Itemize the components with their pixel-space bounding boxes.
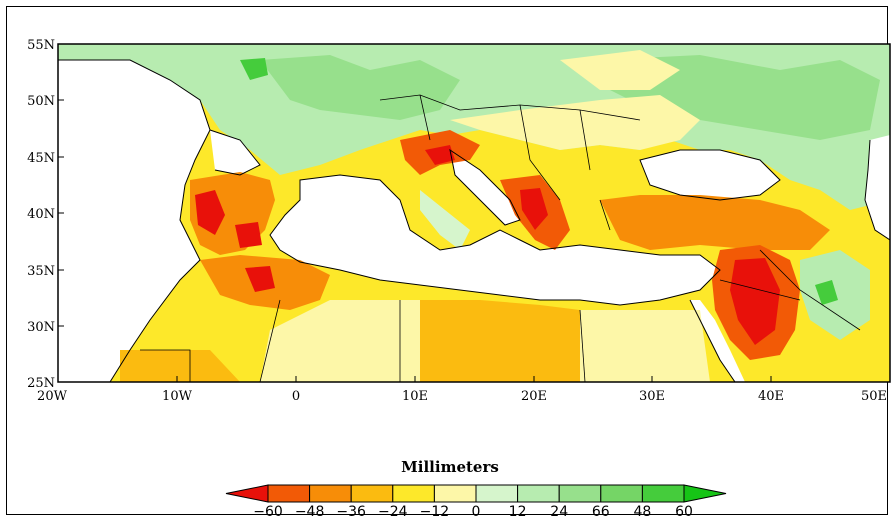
north-italy-red — [425, 145, 455, 165]
colorbar-tick-label: −12 — [420, 504, 450, 520]
green-spot-britain — [240, 58, 268, 80]
middle-east-red — [730, 258, 780, 345]
colorbar-segment — [600, 484, 643, 503]
lon-label-10w: 10W — [162, 389, 193, 404]
colorbar-arrow-low — [225, 484, 269, 503]
colorbar-segment — [267, 484, 311, 503]
lat-label-50n: 50N — [27, 94, 55, 109]
lat-label-40n: 40N — [27, 207, 55, 222]
colorbar-segment — [309, 484, 352, 503]
colorbar-segment — [433, 484, 477, 503]
lon-label-40e: 40E — [758, 389, 784, 404]
balkans-red — [520, 188, 548, 230]
lat-label-30n: 30N — [27, 320, 55, 335]
colorbar-tick-label: 66 — [592, 504, 610, 520]
iberia-red-west — [195, 190, 225, 235]
colorbar-segment — [517, 484, 560, 503]
lon-label-20w: 20W — [37, 389, 68, 404]
bay-of-biscay — [210, 130, 260, 175]
west-sahara-orange — [120, 350, 240, 382]
adriatic-sea — [450, 150, 520, 225]
sahara-pale-west — [260, 300, 420, 382]
lat-label-45n: 45N — [27, 151, 55, 166]
coastlines — [58, 59, 890, 382]
colorbar-segment — [558, 484, 602, 503]
colorbar-segment — [475, 484, 519, 503]
atlantic-ocean — [58, 60, 210, 382]
caspian-sea — [865, 135, 890, 240]
colorbar-tick-label: 48 — [633, 504, 651, 520]
colorbar-tick-label: −24 — [378, 504, 408, 520]
lat-label-35n: 35N — [27, 264, 55, 279]
country-borders — [140, 94, 861, 382]
lon-label-30e: 30E — [639, 389, 665, 404]
colorbar-tick-label: 24 — [550, 504, 568, 520]
colorbar-segment — [641, 484, 685, 503]
lon-label-10e: 10E — [402, 389, 428, 404]
colorbar-arrow-high — [683, 484, 727, 503]
colorbar-tick-label: 60 — [675, 504, 693, 520]
lat-label-25n: 25N — [27, 376, 55, 391]
green-zone-central-europe — [260, 55, 460, 120]
black-sea — [640, 150, 780, 200]
colorbar-title: Millimeters — [401, 458, 499, 476]
colorbar-segment — [392, 484, 435, 503]
lon-label-0: 0 — [292, 389, 300, 404]
sahara-orange — [420, 300, 580, 382]
colorbar-tick-label: 0 — [472, 504, 481, 520]
pale-band-balkans — [450, 95, 700, 150]
sahara-pale-east — [580, 310, 710, 382]
colorbar-tick-label: −36 — [336, 504, 366, 520]
map-area — [58, 44, 890, 382]
colorbar-tick-label: −48 — [295, 504, 325, 520]
turkey-orange — [600, 195, 830, 250]
lon-label-50e: 50E — [861, 389, 887, 404]
lat-label-55n: 55N — [27, 38, 55, 53]
iberia-red-south — [235, 222, 262, 248]
mediterranean-sea — [270, 175, 720, 305]
red-sea — [690, 300, 745, 382]
colorbar-tick-label: −60 — [253, 504, 283, 520]
morocco-red — [245, 266, 275, 292]
colorbar-tick-label: 12 — [509, 504, 527, 520]
green-zone-italy-south — [420, 190, 470, 250]
pale-band-north — [560, 50, 680, 90]
axis-ticks — [57, 43, 891, 383]
colorbar-segment — [350, 484, 394, 503]
lon-label-20e: 20E — [521, 389, 547, 404]
iran-green-spot — [815, 280, 838, 305]
